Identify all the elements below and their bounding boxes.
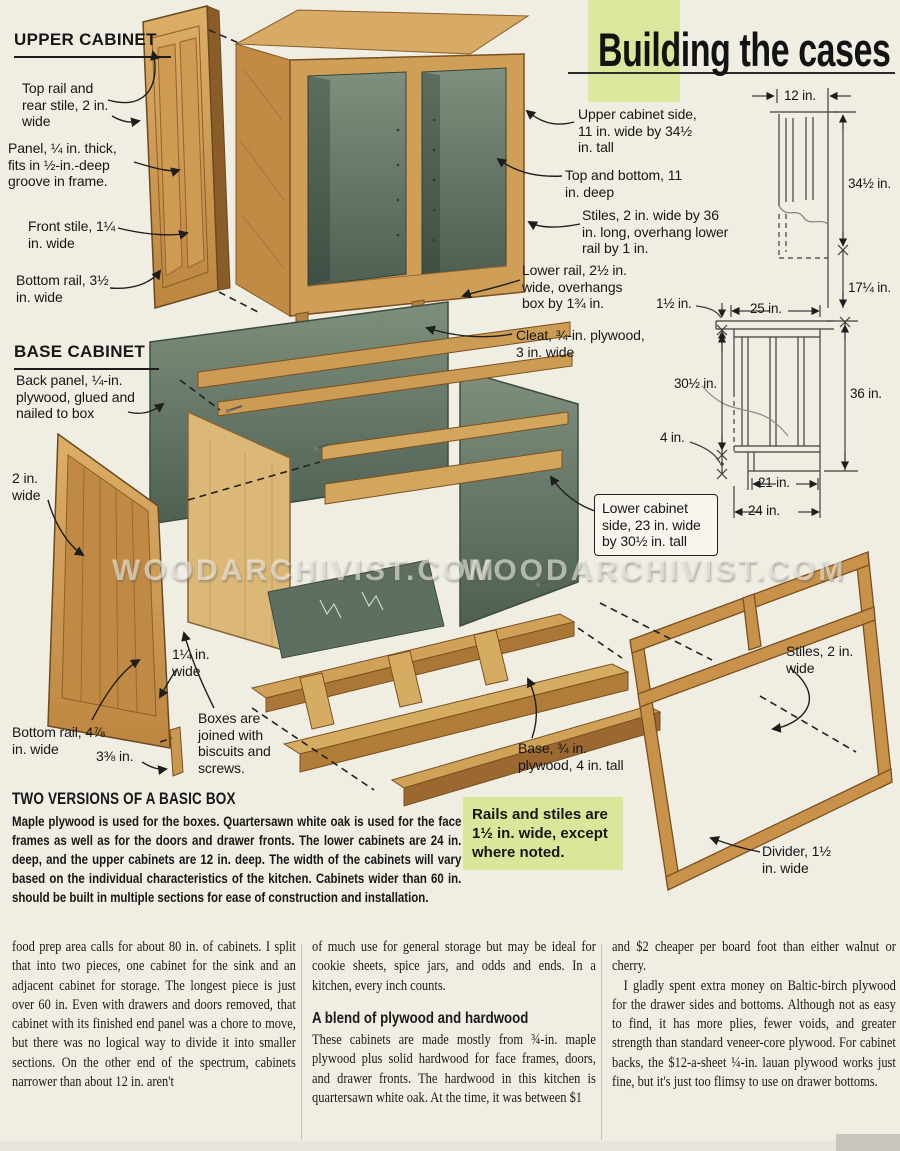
page-bottom-strip	[0, 1141, 900, 1151]
title-highlight-block	[588, 0, 680, 102]
alignment-dashes	[159, 29, 857, 791]
upper-cabinet-illustration	[234, 9, 530, 333]
watermark-right: WOODARCHIVIST.COM	[462, 554, 847, 587]
dim-upper-overhang: 17¼ in.	[848, 280, 891, 295]
sidebar-box: TWO VERSIONS OF A BASIC BOX Maple plywoo…	[12, 790, 461, 907]
article-column-2: of much use for general storage but may …	[312, 938, 596, 1108]
callout-upper-side: Upper cabinet side, 11 in. wide by 34½ i…	[578, 106, 697, 156]
upper-dim-drawing	[752, 88, 856, 308]
base-cabinet-heading: BASE CABINET	[14, 342, 160, 370]
callout-back-panel: Back panel, ¼-in. plywood, glued and nai…	[16, 372, 135, 422]
dim-total-height: 36 in.	[850, 386, 882, 401]
callout-stub-stile: 3⅜ in.	[96, 748, 134, 764]
base-door-illustration	[47, 432, 184, 777]
article-col2-p1: of much use for general storage but may …	[312, 939, 596, 994]
dim-upper-width: 12 in.	[784, 88, 816, 103]
dim-depth: 24 in.	[748, 503, 780, 518]
callout-panel: Panel, ¼ in. thick, fits in ½-in.-deep g…	[8, 140, 117, 190]
article-col2-p2: These cabinets are made mostly from ¾-in…	[312, 1032, 596, 1107]
callout-front-stile: Front stile, 1¼ in. wide	[28, 218, 116, 251]
article-column-1: food prep area calls for about 80 in. of…	[12, 938, 296, 1092]
callout-base-bottom-rail: Bottom rail, 4⅞ in. wide	[12, 724, 105, 757]
callout-lower-rail: Lower rail, 2½ in. wide, overhangs box b…	[522, 262, 627, 312]
column-rule-2	[601, 944, 602, 1140]
callout-arrows	[47, 50, 811, 853]
dim-top-depth: 25 in.	[750, 301, 782, 316]
title-rule	[568, 72, 895, 74]
callout-face-stiles: Stiles, 2 in. wide	[786, 643, 854, 676]
dim-side-height: 30½ in.	[674, 376, 717, 391]
dim-upper-side-height: 34½ in.	[848, 176, 891, 191]
upper-door-illustration	[142, 5, 231, 309]
page-corner-block	[836, 1134, 900, 1151]
upper-cabinet-heading: UPPER CABINET	[14, 30, 171, 58]
callout-joinery: Boxes are joined with biscuits and screw…	[198, 710, 271, 776]
callout-cleat: Cleat, ¾-in. plywood, 3 in. wide	[516, 327, 645, 360]
article-col3-p1: and $2 cheaper per board foot than eithe…	[612, 939, 896, 975]
base-cabinet-illustration	[149, 301, 662, 807]
callout-base: Base, ¾ in. plywood, 4 in. tall	[518, 740, 624, 773]
article-col1-text: food prep area calls for about 80 in. of…	[12, 939, 296, 1091]
page-title: Building the cases	[598, 23, 891, 76]
watermark-left: WOODARCHIVIST.COM	[112, 554, 497, 587]
dim-base-depth: 21 in.	[758, 475, 790, 490]
face-frame-illustration	[629, 551, 893, 891]
dim-counter-thickness: 1½ in.	[656, 296, 692, 311]
callout-stiles: Stiles, 2 in. wide by 36 in. long, overh…	[582, 207, 729, 257]
callout-divider: Divider, 1½ in. wide	[762, 843, 831, 876]
base-dim-drawing	[689, 303, 858, 518]
sidebar-heading: TWO VERSIONS OF A BASIC BOX	[12, 790, 236, 808]
column-rule-1	[301, 944, 302, 1140]
callout-bottom-rail: Bottom rail, 3½ in. wide	[16, 272, 109, 305]
article-column-3: and $2 cheaper per board foot than eithe…	[612, 938, 896, 1092]
callout-top-rail: Top rail and rear stile, 2 in. wide	[22, 80, 109, 130]
article-col3-p2: I gladly spent extra money on Baltic-bir…	[612, 977, 896, 1091]
callout-top-bottom: Top and bottom, 11 in. deep	[565, 167, 683, 200]
rails-stiles-note: Rails and stiles are 1½ in. wide, except…	[463, 797, 623, 870]
callout-lower-side: Lower cabinet side, 23 in. wide by 30½ i…	[594, 494, 718, 556]
dim-base-height: 4 in.	[660, 430, 685, 445]
sidebar-body: Maple plywood is used for the boxes. Qua…	[12, 813, 462, 905]
article-col2-heading: A blend of plywood and hardwood	[312, 1009, 529, 1027]
callout-front-stile-width: 1¼ in. wide	[172, 646, 210, 679]
callout-stile-width: 2 in. wide	[12, 470, 41, 503]
